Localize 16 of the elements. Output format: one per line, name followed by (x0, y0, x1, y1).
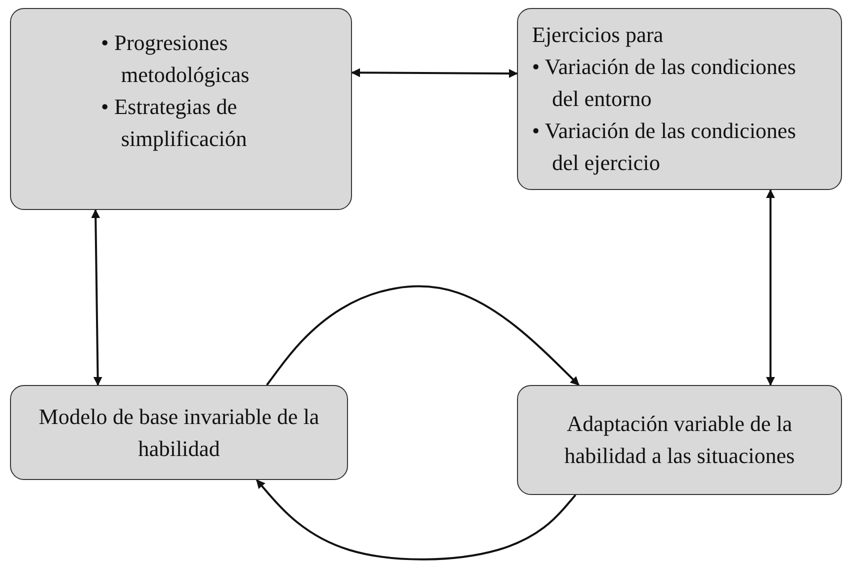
rounded-box (10, 385, 348, 480)
arrow (766, 189, 775, 386)
box-text: Adaptación variable de la habilidad a las situaciones (563, 410, 796, 470)
arrow (351, 68, 518, 78)
box-text: • Progresiones metodológicas (101, 29, 250, 89)
arrow (91, 209, 102, 386)
rounded-box (517, 8, 842, 190)
arrow (266, 285, 580, 386)
arrow (256, 479, 576, 560)
rounded-box (10, 8, 352, 210)
box-text: • Variación de las condiciones del ejercicio (532, 117, 797, 177)
box-text: • Variación de las condiciones del entorno (532, 53, 797, 113)
box-text: Ejercicios para (532, 21, 664, 49)
box-text: Modelo de base invariable de la habilidad (38, 402, 320, 462)
box-text: • Estrategias de simplificación (101, 93, 248, 153)
rounded-box (517, 385, 842, 495)
